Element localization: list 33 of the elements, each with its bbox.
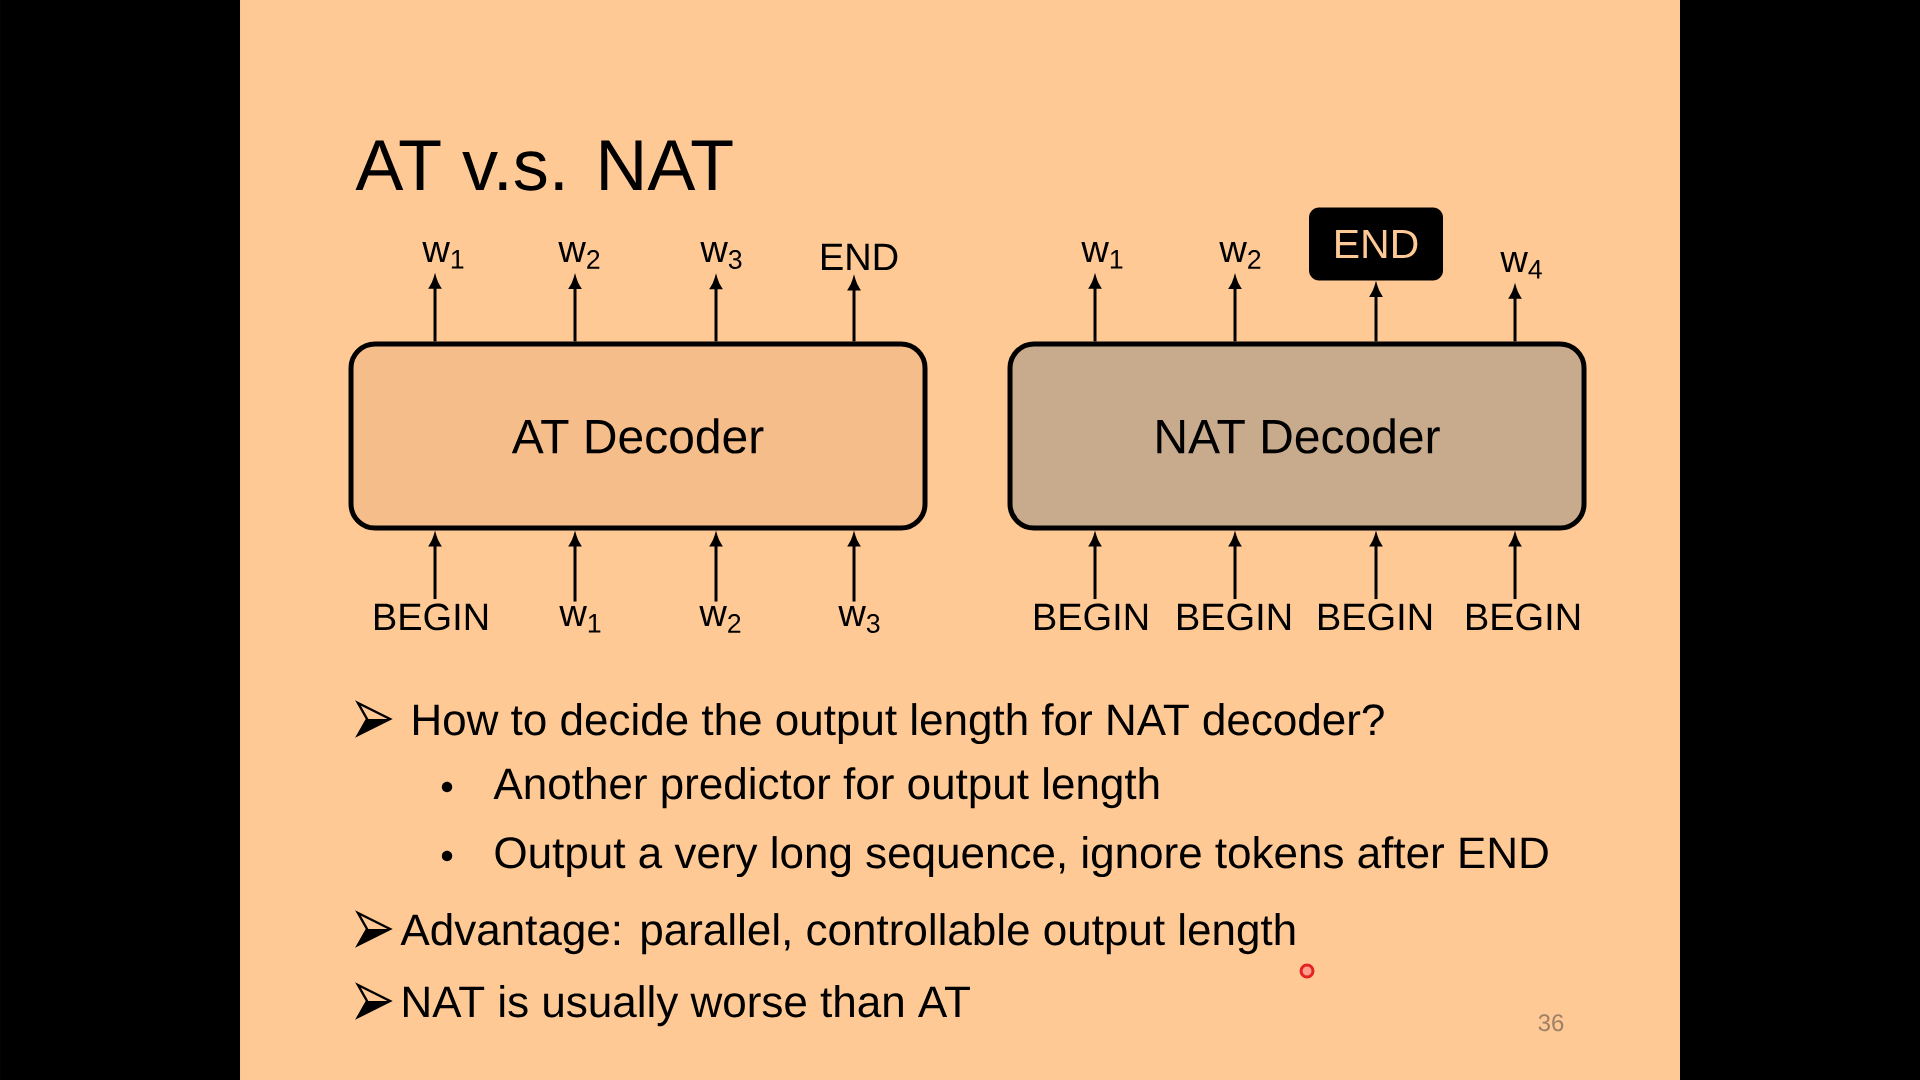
bullet-text: NAT is usually worse than AT xyxy=(404,985,970,1027)
token-label: w$_{3}$ xyxy=(838,605,880,633)
token-label: END xyxy=(822,243,898,270)
decoder-box: NAT Decoder xyxy=(1007,341,1587,531)
arrow xyxy=(569,276,581,342)
token-label: w$_{2}$ xyxy=(1219,241,1261,269)
token-label: w$_{2}$ xyxy=(558,241,600,269)
bullet-text: Output a very long sequence, ignore tokens after END xyxy=(495,836,1548,878)
token-label: w$_{4}$ xyxy=(1500,251,1542,279)
token-label: BEGIN xyxy=(1467,603,1580,631)
bullet-text: Advantage: parallel, controllable output length xyxy=(400,913,1295,955)
arrow xyxy=(1089,534,1101,600)
arrow xyxy=(1509,286,1521,342)
token-label: w$_{1}$ xyxy=(422,241,464,269)
token-label: w$_{2}$ xyxy=(699,605,741,633)
bullet-text: Another predictor for output length xyxy=(493,767,1159,809)
token-label: w$_{3}$ xyxy=(700,241,742,269)
decoder-box: AT Decoder xyxy=(348,341,928,531)
arrow xyxy=(1370,284,1382,342)
token-label: BEGIN xyxy=(1178,603,1291,631)
arrow xyxy=(429,276,441,342)
token-label: w$_{1}$ xyxy=(559,605,601,633)
highlighted-token: END xyxy=(1309,207,1443,281)
slide-title: AT v.s. NAT xyxy=(355,140,733,191)
token-label: w$_{1}$ xyxy=(1081,241,1123,269)
bullet-text: How to decide the output length for NAT decoder? xyxy=(414,703,1384,745)
arrow xyxy=(1370,534,1382,600)
token-label: BEGIN xyxy=(1319,603,1432,631)
token-label: BEGIN xyxy=(1035,603,1148,631)
page-number: 36 xyxy=(1538,1014,1564,1032)
arrow xyxy=(1089,276,1101,342)
token-label: BEGIN xyxy=(375,603,488,631)
arrow xyxy=(1229,276,1241,342)
